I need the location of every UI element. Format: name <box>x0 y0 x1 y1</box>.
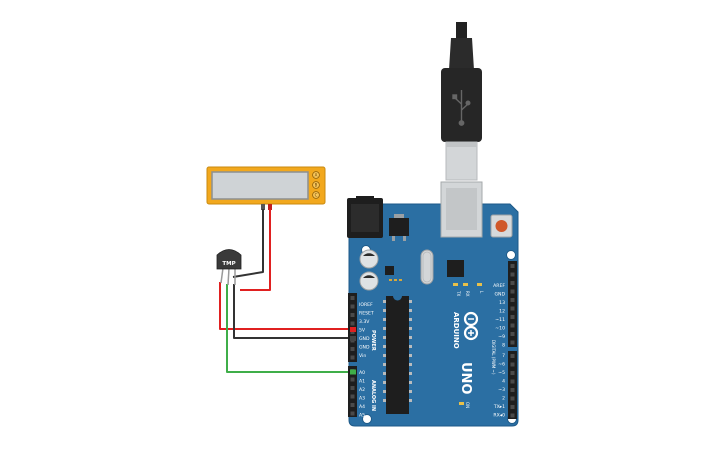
digital-pin-labels-bottom: 7 ~6 ~5 4 ~3 2 TX▸1 RX◂0 <box>493 353 505 419</box>
smd-components <box>389 279 402 281</box>
rx-label: RX <box>465 291 470 297</box>
digital-pin-labels-top: AREF GND 13 12 ~11 ~10 ~9 8 <box>493 283 505 349</box>
lcd-button-b[interactable]: B <box>312 181 320 189</box>
usb-cable-strain-relief <box>449 38 474 70</box>
pin-a5: A5 <box>359 413 365 419</box>
small-chip <box>385 266 394 275</box>
pin-3v3: 3.3V <box>359 319 370 325</box>
pin-a0: A0 <box>359 370 365 376</box>
pin-gnd-d: GND <box>494 292 505 298</box>
sensor-body <box>216 249 242 270</box>
pin-11: ~11 <box>495 317 505 323</box>
digital-header-top <box>508 261 517 347</box>
pin-a1: A1 <box>359 379 365 385</box>
lcd-display[interactable]: A B C <box>206 166 326 210</box>
pin-a4: A4 <box>359 404 365 410</box>
digital-header-bottom <box>508 351 517 419</box>
lcd-button-a-label: A <box>315 173 318 178</box>
capacitor <box>359 271 379 291</box>
on-led <box>459 402 464 405</box>
wire-end-5v <box>350 327 356 332</box>
digital-label: DIGITAL (PWM ~) <box>491 340 496 375</box>
reset-button[interactable] <box>490 214 513 238</box>
wire-end-gnd <box>350 336 356 341</box>
mount-hole <box>506 250 516 260</box>
pin-12: 12 <box>499 309 505 315</box>
lcd-pin-black <box>261 204 265 210</box>
pin-6: ~6 <box>498 362 505 368</box>
pin-ioref: IOREF <box>359 302 373 308</box>
arduino-board[interactable]: TX RX L ARDUINO U <box>347 181 519 427</box>
pin-vin: Vin <box>359 353 366 359</box>
pin-1: TX▸1 <box>493 404 505 410</box>
wire-end-a0 <box>350 369 356 375</box>
pin-5v: 5V <box>359 328 366 334</box>
wires <box>219 209 362 373</box>
power-jack <box>347 196 383 238</box>
pin-gnd-1: GND <box>359 336 370 342</box>
pin-0: RX◂0 <box>493 413 505 419</box>
pin-9: ~9 <box>498 334 505 340</box>
pin-13: 13 <box>499 300 505 306</box>
pin-a2: A2 <box>359 387 365 393</box>
pin-7: 7 <box>502 353 505 359</box>
microcontroller-chip <box>383 296 412 414</box>
arduino-logo <box>463 311 479 341</box>
usb-plug-metal-shade <box>446 142 477 147</box>
usb-plug-metal <box>445 141 478 181</box>
led-indicators <box>453 283 482 286</box>
analog-label: ANALOG IN <box>370 380 376 411</box>
pin-reset: RESET <box>359 311 374 317</box>
usb-symbol-icon <box>452 90 471 126</box>
pin-3: ~3 <box>498 387 505 393</box>
wire-gnd-black[interactable] <box>233 284 362 339</box>
usb-cable <box>441 22 482 181</box>
uno-model: UNO <box>458 362 473 395</box>
wire-5v-red[interactable] <box>219 282 362 330</box>
pin-aref: AREF <box>493 283 505 289</box>
tx-label: TX <box>456 290 461 296</box>
voltage-regulator <box>389 214 409 241</box>
wire-a0-green[interactable] <box>226 284 362 373</box>
usb-cable-wire <box>456 22 467 52</box>
lcd-screen <box>211 171 309 200</box>
wire-lcd-black[interactable] <box>232 209 264 278</box>
wire-endpoints <box>350 327 356 375</box>
lcd-pin-red <box>268 204 272 210</box>
small-chip <box>447 260 464 277</box>
mount-hole <box>362 414 372 424</box>
lcd-button-a[interactable]: A <box>312 171 320 179</box>
power-label: POWER <box>370 330 376 351</box>
lcd-button-c[interactable]: C <box>312 191 320 199</box>
capacitor <box>359 249 379 269</box>
analog-pin-labels: A0 A1 A2 A3 A4 A5 <box>359 370 365 419</box>
pin-5: ~5 <box>498 370 505 376</box>
wire-lcd-red[interactable] <box>240 209 271 291</box>
crystal-oscillator <box>420 249 434 285</box>
on-label: ON <box>465 402 470 408</box>
pin-2: 2 <box>502 396 505 402</box>
arduino-brand: ARDUINO <box>452 312 460 349</box>
pin-4: 4 <box>502 379 505 385</box>
pin-10: ~10 <box>495 326 505 332</box>
power-pin-labels: IOREF RESET 3.3V 5V GND GND Vin <box>359 302 374 359</box>
usb-port-inner <box>446 188 477 230</box>
sensor-label: TMP <box>222 261 235 267</box>
pin-8: 8 <box>502 343 505 349</box>
l-label: L <box>479 291 484 294</box>
temperature-sensor[interactable]: TMP <box>216 249 242 286</box>
pin-gnd-2: GND <box>359 345 370 351</box>
lcd-button-c-label: C <box>315 193 318 198</box>
lcd-button-b-label: B <box>315 183 318 188</box>
pin-a3: A3 <box>359 396 365 402</box>
